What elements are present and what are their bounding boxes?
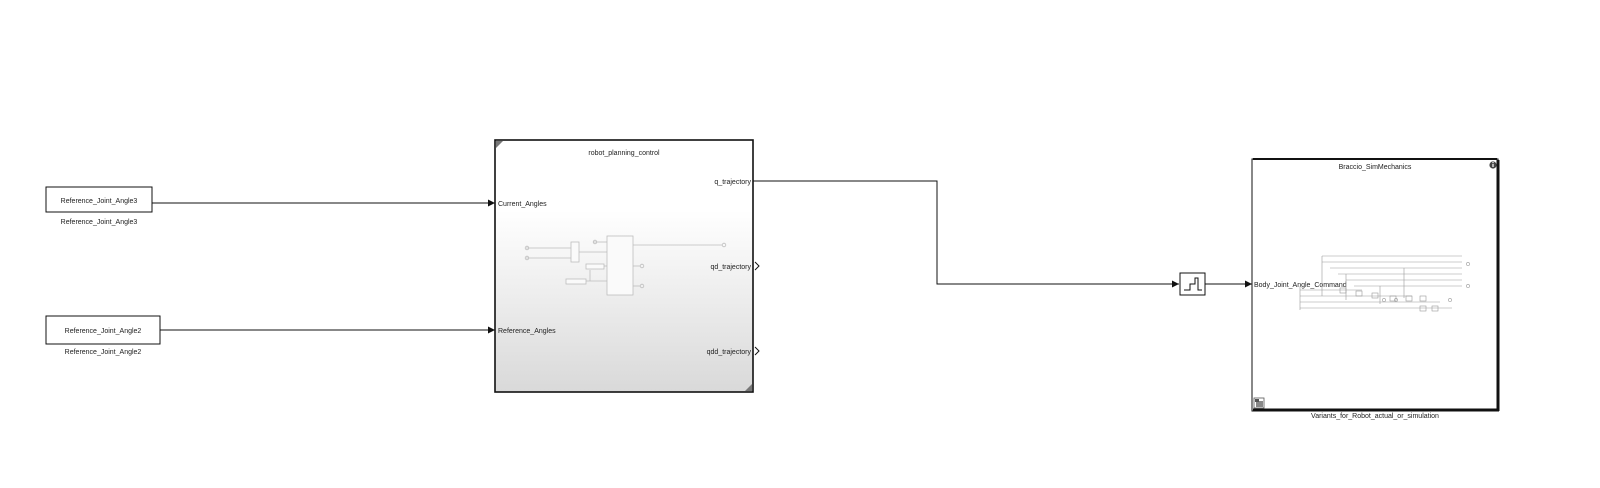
planner-port-q-trajectory: q_trajectory — [714, 179, 751, 186]
subsystem-resize-mark — [745, 384, 752, 391]
planner-port-qd-trajectory: qd_trajectory — [711, 264, 752, 271]
subsystem-corner-mark — [496, 141, 503, 148]
planner-content-preview — [524, 235, 727, 296]
braccio-content-preview — [1299, 255, 1470, 312]
planner-port-reference-angles: Reference_Angles — [498, 328, 556, 335]
braccio-title: Braccio_SimMechanics — [1339, 164, 1412, 171]
reference-joint-angle2-caption: Reference_Joint_Angle2 — [65, 349, 142, 356]
reference-joint-angle3-name: Reference_Joint_Angle3 — [61, 198, 138, 205]
reference-joint-angle2-name: Reference_Joint_Angle2 — [65, 328, 142, 335]
variant-info-icon[interactable] — [1489, 161, 1497, 169]
qdd-trajectory-port-arrow — [754, 346, 760, 356]
planner-port-qdd-trajectory: qdd_trajectory — [707, 349, 752, 356]
braccio-caption: Variants_for_Robot_actual_or_simulation — [1311, 413, 1439, 420]
planner-port-current-angles: Current_Angles — [498, 201, 547, 208]
variant-badge-icon — [1253, 397, 1265, 409]
reference-joint-angle3-block[interactable]: Reference_Joint_Angle3 — [45, 186, 153, 213]
planner-title: robot_planning_control — [588, 150, 660, 157]
reference-joint-angle2-block[interactable]: Reference_Joint_Angle2 — [45, 315, 161, 345]
qd-trajectory-port-arrow — [754, 261, 760, 271]
zero-order-hold-block[interactable] — [1179, 272, 1206, 296]
braccio-port-body-joint-angle-command: Body_Joint_Angle_Command — [1254, 282, 1347, 289]
robot-planning-control-subsystem[interactable]: robot_planning_control Current_Angles Re… — [494, 139, 760, 393]
zero-order-hold-icon — [1184, 277, 1202, 291]
braccio-simmechanics-variant-subsystem[interactable]: Braccio_SimMechanics Body_Joint_Angle_Co… — [1251, 158, 1500, 412]
signal-q-trajectory[interactable] — [753, 180, 1179, 288]
reference-joint-angle3-caption: Reference_Joint_Angle3 — [61, 219, 138, 226]
